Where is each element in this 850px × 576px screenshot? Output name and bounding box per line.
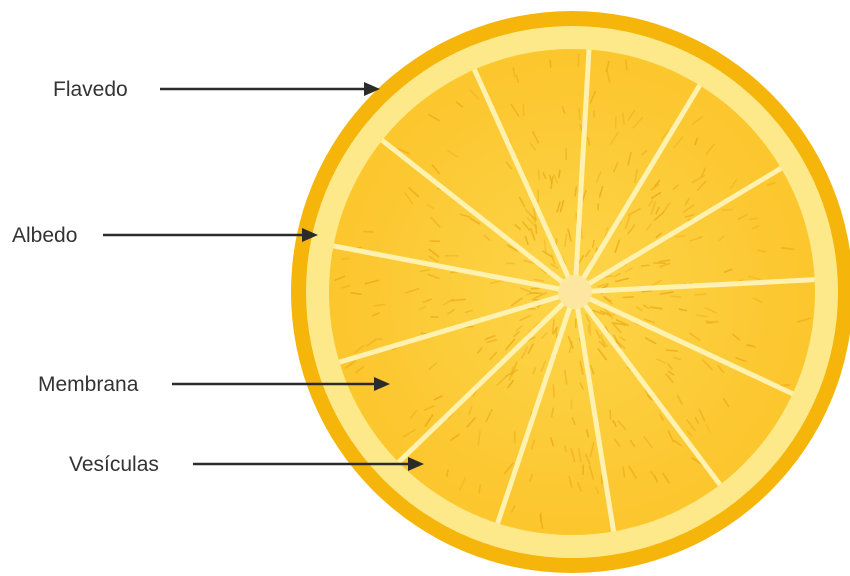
callout-albedo: Albedo: [12, 224, 318, 247]
vesicle-mark: [550, 60, 551, 67]
vesicle-mark: [364, 232, 374, 233]
vesicle-mark: [553, 385, 554, 397]
vesicle-mark: [667, 350, 678, 351]
vesicle-mark: [626, 60, 627, 70]
vesicle-mark: [559, 170, 560, 177]
label-vesiculas: Vesículas: [69, 453, 159, 476]
vesicle-mark: [747, 346, 753, 347]
vesicle-mark: [579, 108, 580, 119]
vesicle-mark: [588, 326, 589, 333]
vesicle-mark: [523, 104, 524, 116]
vesicle-mark: [695, 294, 706, 295]
vesicle-mark: [750, 218, 758, 219]
core: [558, 275, 592, 309]
label-flavedo: Flavedo: [53, 78, 128, 101]
vesicle-mark: [671, 296, 681, 297]
vesicle-mark: [539, 171, 540, 179]
vesicle-mark: [642, 265, 649, 266]
vesicle-mark: [583, 465, 584, 474]
vesicle-mark: [623, 297, 633, 298]
label-membrana: Membrana: [38, 373, 139, 396]
vesicle-mark: [722, 210, 732, 211]
vesicle-mark: [616, 117, 617, 128]
vesicle-mark: [594, 111, 595, 117]
label-albedo: Albedo: [12, 224, 77, 247]
callout-flavedo: Flavedo: [53, 78, 380, 101]
